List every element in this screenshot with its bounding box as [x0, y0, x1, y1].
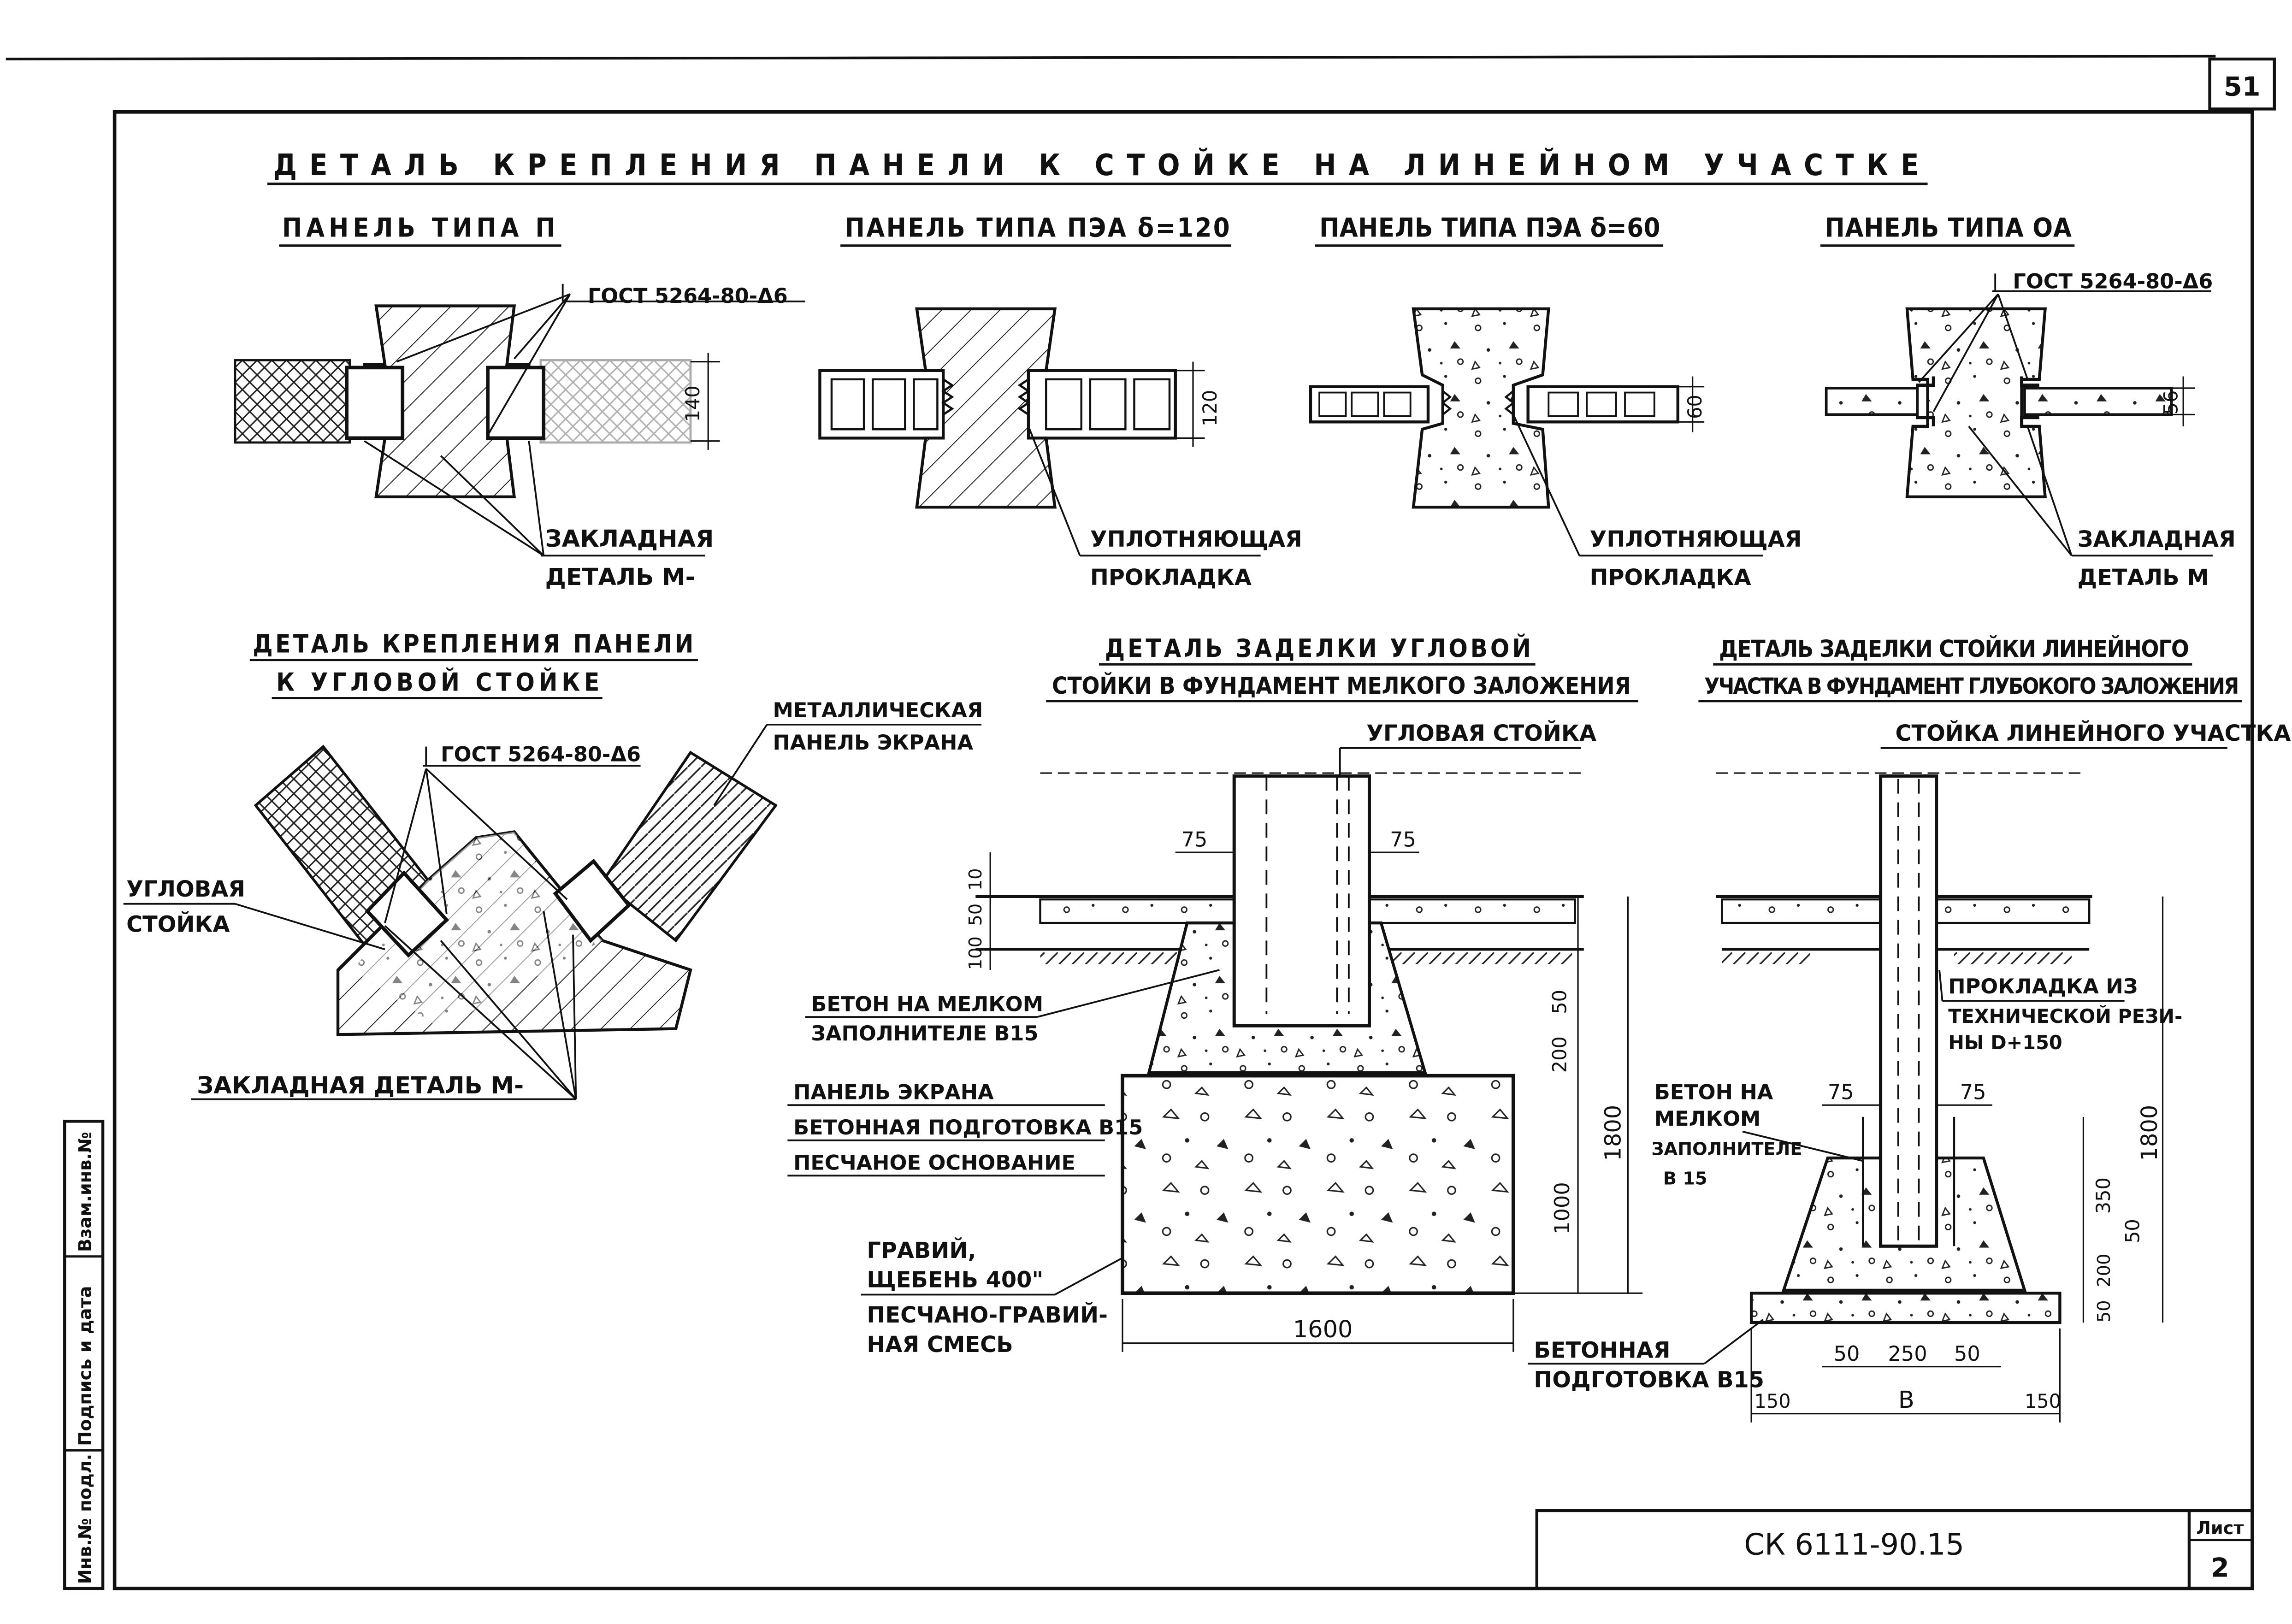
- panel-p-embed-1: ЗАКЛАДНАЯ: [545, 526, 714, 553]
- deep-dim-50: 50: [2122, 1219, 2144, 1243]
- panel-p-embed-2: ДЕТАЛЬ М-: [545, 564, 695, 591]
- document-code: СК 6111-90.15: [1744, 1528, 1964, 1562]
- panel-oa-embed-1: ЗАКЛАДНАЯ: [2078, 527, 2236, 552]
- stamp-signature-date: Подпись и дата: [76, 1286, 96, 1446]
- deep-dim-50c: 50: [1834, 1342, 1860, 1366]
- stamp-inv-orig: Инв.№ подл.: [76, 1454, 96, 1584]
- shallow-concrete-2: ЗАПОЛНИТЕЛЕ В15: [811, 1022, 1038, 1045]
- drawing-frame: [112, 110, 2254, 1590]
- deep-gasket-2: ТЕХНИЧЕСКОЙ РЕЗИ-: [1948, 1005, 2182, 1028]
- deep-dim-150b: 150: [2025, 1390, 2061, 1412]
- deep-dim-50b: 50: [2094, 1300, 2115, 1323]
- shallow-dim-1800: 1800: [1601, 1105, 1626, 1161]
- panel-pea60-seal-1: УПЛОТНЯЮЩАЯ: [1590, 527, 1802, 552]
- sheet-label: Лист: [2196, 1518, 2244, 1539]
- shallow-legend-2: ПЕСЧАНОЕ ОСНОВАНИЕ: [793, 1151, 1075, 1175]
- corner-metal-1: МЕТАЛЛИЧЕСКАЯ: [773, 698, 983, 722]
- detail-corner-post: ДЕТАЛЬ КРЕПЛЕНИЯ ПАНЕЛИ К УГЛОВОЙ СТОЙКЕ…: [123, 630, 983, 1100]
- shallow-gravel-1: ГРАВИЙ,: [867, 1237, 976, 1264]
- deep-dim-200: 200: [2094, 1254, 2115, 1287]
- shallow-title-2: СТОЙКИ В ФУНДАМЕНТ МЕЛКОГО ЗАЛОЖЕНИЯ: [1052, 672, 1631, 700]
- deep-dim-50d: 50: [1954, 1342, 1980, 1366]
- panel-p-title: ПАНЕЛЬ ТИПА П: [282, 213, 555, 243]
- deep-prep-1: БЕТОННАЯ: [1534, 1338, 1670, 1364]
- shallow-dim-50: 50: [966, 904, 986, 926]
- panel-pea60-title: ПАНЕЛЬ ТИПА ПЭА δ=60: [1319, 213, 1660, 243]
- deep-concrete-1: БЕТОН НА: [1654, 1081, 1773, 1104]
- shallow-post-label: УГЛОВАЯ СТОЙКА: [1366, 720, 1596, 746]
- corner-title-1: ДЕТАЛЬ КРЕПЛЕНИЯ ПАНЕЛИ: [253, 630, 693, 659]
- deep-prep-2: ПОДГОТОВКА В15: [1534, 1367, 1764, 1393]
- top-trim-line: [6, 54, 2216, 60]
- detail-shallow-foundation: ДЕТАЛЬ ЗАДЕЛКИ УГЛОВОЙ СТОЙКИ В ФУНДАМЕН…: [787, 634, 1643, 1358]
- corner-gost: ГОСТ 5264-80-Δ6: [441, 743, 641, 767]
- panel-pea120-dim: 120: [1199, 390, 1221, 426]
- panel-p-dim: 140: [682, 385, 704, 422]
- sheet-number: 2: [2211, 1552, 2229, 1583]
- side-stamp: Инв.№ подл. Подпись и дата Взам.инв.№: [63, 1120, 105, 1590]
- shallow-concrete-1: БЕТОН НА МЕЛКОМ: [811, 992, 1043, 1016]
- deep-title-2: УЧАСТКА В ФУНДАМЕНТ ГЛУБОКОГО ЗАЛОЖЕНИЯ: [1704, 674, 2239, 699]
- deep-concrete-2: МЕЛКОМ: [1654, 1107, 1761, 1131]
- panel-p-gost: ГОСТ 5264-80-Δ6: [588, 284, 788, 308]
- shallow-legend-1: БЕТОННАЯ ПОДГОТОВКА В15: [793, 1116, 1143, 1140]
- main-title: ДЕТАЛЬ КРЕПЛЕНИЯ ПАНЕЛИ К СТОЙКЕ НА ЛИНЕ…: [273, 148, 1919, 183]
- deep-dim-350: 350: [2092, 1177, 2115, 1214]
- panel-pea120-seal-2: ПРОКЛАДКА: [1090, 565, 1252, 591]
- deep-gasket-3: НЫ D+150: [1948, 1032, 2062, 1054]
- shallow-dim-75b: 75: [1390, 827, 1416, 851]
- deep-dim-150a: 150: [1754, 1390, 1790, 1412]
- corner-metal-2: ПАНЕЛЬ ЭКРАНА: [773, 731, 973, 755]
- deep-dim-1800: 1800: [2137, 1105, 2162, 1161]
- shallow-gravel-4: НАЯ СМЕСЬ: [867, 1332, 1013, 1358]
- page-number-box: [2208, 57, 2276, 111]
- detail-deep-foundation: ДЕТАЛЬ ЗАДЕЛКИ СТОЙКИ ЛИНЕЙНОГО УЧАСТКА …: [1528, 635, 2291, 1423]
- detail-panel-p: ПАНЕЛЬ ТИПА П 140 ГОСТ 5264-80-Δ6 ЗАКЛАД…: [234, 213, 805, 591]
- title-block: СК 6111-90.15 Лист 2: [1535, 1509, 2254, 1590]
- panel-pea60-seal-2: ПРОКЛАДКА: [1590, 565, 1751, 591]
- page-number: 51: [2224, 71, 2261, 102]
- panel-oa-gost: ГОСТ 5264-80-Δ6: [2013, 269, 2213, 293]
- deep-dim-75a: 75: [1828, 1081, 1854, 1104]
- shallow-title-1: ДЕТАЛЬ ЗАДЕЛКИ УГЛОВОЙ: [1105, 634, 1531, 663]
- corner-post-1: УГЛОВАЯ: [126, 877, 245, 902]
- detail-panel-pea60: ПАНЕЛЬ ТИПА ПЭА δ=60 60 УПЛОТНЯЮЩАЯ ПРОК…: [1309, 213, 1802, 591]
- shallow-dim-75a: 75: [1181, 827, 1207, 851]
- deep-title-1: ДЕТАЛЬ ЗАДЕЛКИ СТОЙКИ ЛИНЕЙНОГО: [1719, 635, 2189, 663]
- shallow-dim-50b: 50: [1549, 990, 1571, 1014]
- shallow-dim-1000: 1000: [1550, 1182, 1574, 1234]
- shallow-gravel-3: ПЕСЧАНО-ГРАВИЙ-: [867, 1302, 1108, 1328]
- deep-post-label: СТОЙКА ЛИНЕЙНОГО УЧАСТКА: [1895, 720, 2291, 746]
- panel-pea120-seal-1: УПЛОТНЯЮЩАЯ: [1090, 527, 1302, 552]
- panel-oa-embed-2: ДЕТАЛЬ М: [2078, 565, 2209, 591]
- deep-dim-b: В: [1898, 1387, 1914, 1414]
- panel-oa-dim: 56: [2160, 390, 2182, 415]
- deep-dim-75b: 75: [1960, 1081, 1986, 1104]
- shallow-dim-100: 100: [966, 936, 986, 970]
- panel-oa-title: ПАНЕЛЬ ТИПА ОА: [1825, 213, 2071, 243]
- panel-pea120-title: ПАНЕЛЬ ТИПА ПЭА δ=120: [845, 213, 1230, 243]
- corner-post-2: СТОЙКА: [126, 911, 230, 937]
- deep-dim-250: 250: [1888, 1342, 1927, 1366]
- detail-panel-pea120: ПАНЕЛЬ ТИПА ПЭА δ=120 120 УПЛОТНЯЮЩАЯ ПР…: [818, 213, 1302, 591]
- corner-title-2: К УГЛОВОЙ СТОЙКЕ: [276, 668, 599, 697]
- shallow-gravel-2: ЩЕБЕНЬ 400": [867, 1268, 1043, 1293]
- shallow-legend-0: ПАНЕЛЬ ЭКРАНА: [793, 1081, 994, 1104]
- shallow-dim-10: 10: [966, 868, 986, 891]
- shallow-dim-1600: 1600: [1293, 1316, 1353, 1343]
- panel-pea60-dim: 60: [1684, 395, 1706, 419]
- deep-gasket-1: ПРОКЛАДКА ИЗ: [1948, 974, 2138, 998]
- shallow-dim-200: 200: [1549, 1036, 1571, 1073]
- deep-concrete-4: В 15: [1663, 1169, 1707, 1189]
- corner-embed: ЗАКЛАДНАЯ ДЕТАЛЬ М-: [197, 1072, 524, 1099]
- stamp-replaced-inv: Взам.инв.№: [76, 1132, 96, 1252]
- detail-panel-oa: ПАНЕЛЬ ТИПА ОА 56 ГОСТ 5264-80-Δ6 ЗАКЛАД…: [1820, 213, 2236, 591]
- deep-concrete-3: ЗАПОЛНИТЕЛЕ: [1651, 1140, 1802, 1160]
